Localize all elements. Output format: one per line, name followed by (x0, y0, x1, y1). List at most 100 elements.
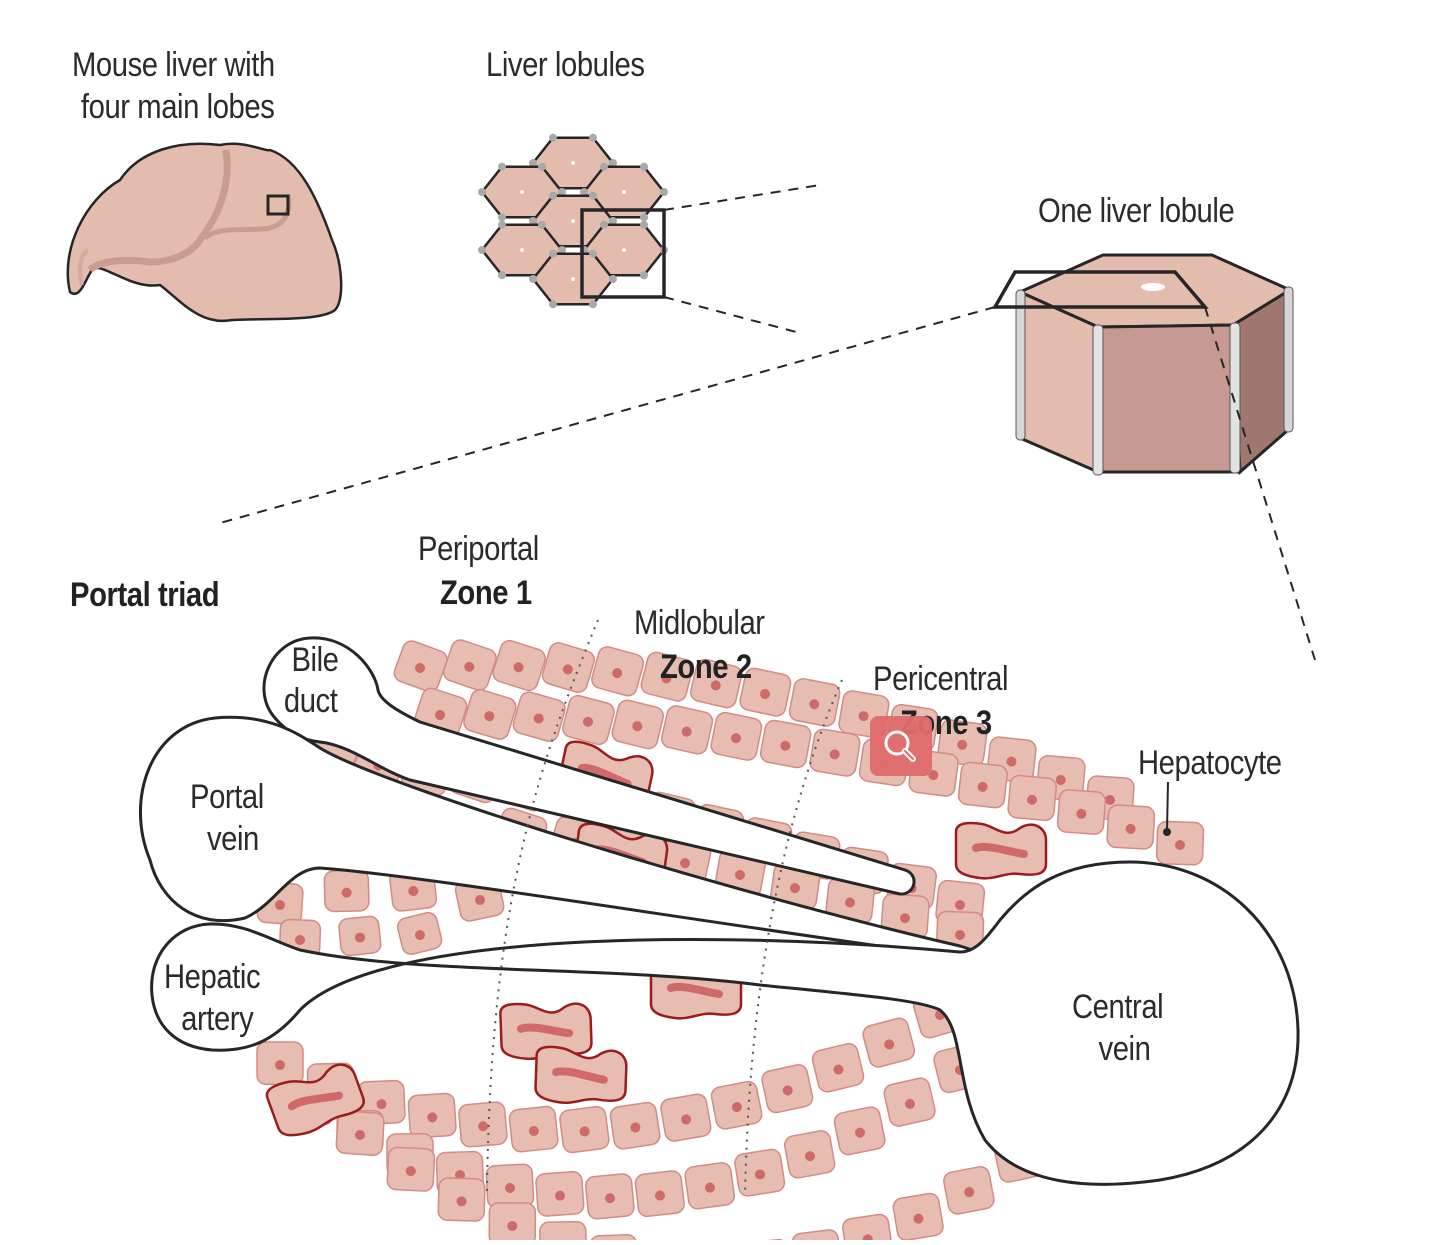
zone2-region-label: Midlobular (634, 602, 765, 644)
mouse-liver-title: Mouse liver with four main lobes (72, 44, 275, 128)
zone1-label: Zone 1 (440, 572, 532, 614)
hepatocyte (590, 1234, 638, 1240)
hepatocyte (942, 1165, 995, 1215)
central-vein-dot (571, 161, 575, 165)
hepatocyte (540, 641, 596, 695)
hepatocyte (958, 761, 1008, 808)
hepatocyte (387, 1147, 435, 1191)
central-vein-label-line2: vein (1072, 1028, 1163, 1070)
hepatocyte (759, 719, 812, 769)
hepatocyte (809, 728, 861, 777)
portal-vein-label-line2: vein (190, 818, 264, 860)
portal-triad-dot (600, 163, 608, 171)
binucleate-hepatocyte (956, 823, 1046, 878)
hepatocyte (760, 1063, 814, 1114)
hepatocyte (1156, 821, 1203, 865)
hepatocyte (811, 1042, 866, 1094)
hepatocyte (458, 1101, 507, 1147)
hepatic-artery-label: Hepatic artery (164, 956, 260, 1040)
hepatocyte (338, 916, 382, 957)
hepatocyte (408, 1093, 457, 1138)
zoom-button[interactable] (870, 716, 932, 776)
hepatocyte (441, 638, 498, 693)
portal-triad-dot (478, 246, 486, 254)
hepatic-artery-label-line2: artery (164, 998, 260, 1040)
hepatocyte (462, 687, 518, 741)
leader-line (220, 307, 995, 523)
hepatocyte (336, 1110, 385, 1155)
hepatocyte (710, 711, 764, 762)
hepatocyte (535, 1171, 584, 1217)
portal-triad-dot (529, 275, 537, 283)
hepatocyte (833, 1106, 887, 1157)
hepatocyte (842, 1213, 894, 1240)
central-vein-dot (571, 277, 575, 281)
portal-triad-dot (549, 134, 557, 142)
central-vein-dot (622, 248, 626, 252)
hepatocyte (1107, 805, 1155, 850)
hepatocyte (540, 1222, 587, 1240)
hepatic-artery-label-line1: Hepatic (164, 956, 260, 998)
hepatocyte (1057, 789, 1106, 835)
binucleate-hepatocyte (535, 1046, 627, 1104)
bile-duct-label-line2: duct (283, 681, 339, 722)
portal-triad-dot (549, 192, 557, 200)
hepatocyte (609, 1101, 661, 1150)
mouse-liver-title-line2: four main lobes (72, 86, 275, 128)
lobule-hex-grid (478, 134, 668, 309)
portal-triad-dot (640, 271, 648, 279)
portal-triad-dot (538, 163, 546, 171)
one-lobule-title: One liver lobule (1038, 190, 1234, 232)
hepatocyte (892, 1192, 944, 1240)
portal-triad-dot (549, 300, 557, 308)
central-vein-dot (520, 248, 524, 252)
portal-triad-dot (589, 250, 597, 258)
central-vein-label-line1: Central (1072, 986, 1163, 1028)
portal-triad-dot (589, 300, 597, 308)
zone2-label: Zone 2 (660, 646, 752, 688)
hepatocyte (660, 704, 714, 755)
leader-line (664, 185, 820, 210)
portal-triad-dot (609, 275, 617, 283)
zone3-region-label: Pericentral (873, 658, 1008, 700)
hepatocyte (590, 645, 646, 698)
portal-triad-dot (498, 163, 506, 171)
hepatocyte (396, 911, 444, 956)
lobules-title: Liver lobules (486, 44, 645, 86)
nucleus (507, 1221, 517, 1231)
hepatocyte (561, 694, 616, 747)
portal-triad-dot (498, 271, 506, 279)
hepatocyte (610, 698, 665, 750)
bile-duct-label-line1: Bile (288, 640, 338, 681)
portal-triad-dot (600, 221, 608, 229)
portal-vein-label: Portal vein (190, 776, 264, 860)
hepatocyte (791, 1229, 842, 1240)
hepatocyte (783, 1129, 836, 1179)
hepatocyte (734, 1148, 786, 1197)
portal-triad-dot (640, 221, 648, 229)
hepatocyte (489, 1203, 535, 1240)
hepatocyte (684, 1162, 735, 1210)
hepatocyte (392, 639, 450, 695)
portal-triad-dot (538, 221, 546, 229)
hepatocyte (491, 638, 548, 692)
hepatocyte (882, 1076, 936, 1127)
central-vein-dot (622, 190, 626, 194)
portal-triad-dot (478, 188, 486, 196)
magnifier-icon (870, 716, 932, 776)
hepatocyte (710, 1080, 763, 1130)
portal-triad-dot (660, 188, 668, 196)
zone1-region-label: Periportal (418, 528, 539, 570)
hepatocyte-pointer-dot (1163, 828, 1171, 836)
lobule-3d-illustration (995, 255, 1293, 475)
central-vein-label: Central vein (1072, 986, 1163, 1070)
mouse-liver-title-line1: Mouse liver with (72, 44, 275, 86)
mouse-liver-illustration (68, 144, 341, 321)
portal-triad-dot (498, 213, 506, 221)
central-vein-dot (520, 190, 524, 194)
bile-duct-label: Bile duct (288, 640, 338, 722)
hepatocyte (438, 1178, 485, 1222)
portal-triad-label: Portal triad (70, 574, 219, 616)
portal-triad-dot (498, 221, 506, 229)
